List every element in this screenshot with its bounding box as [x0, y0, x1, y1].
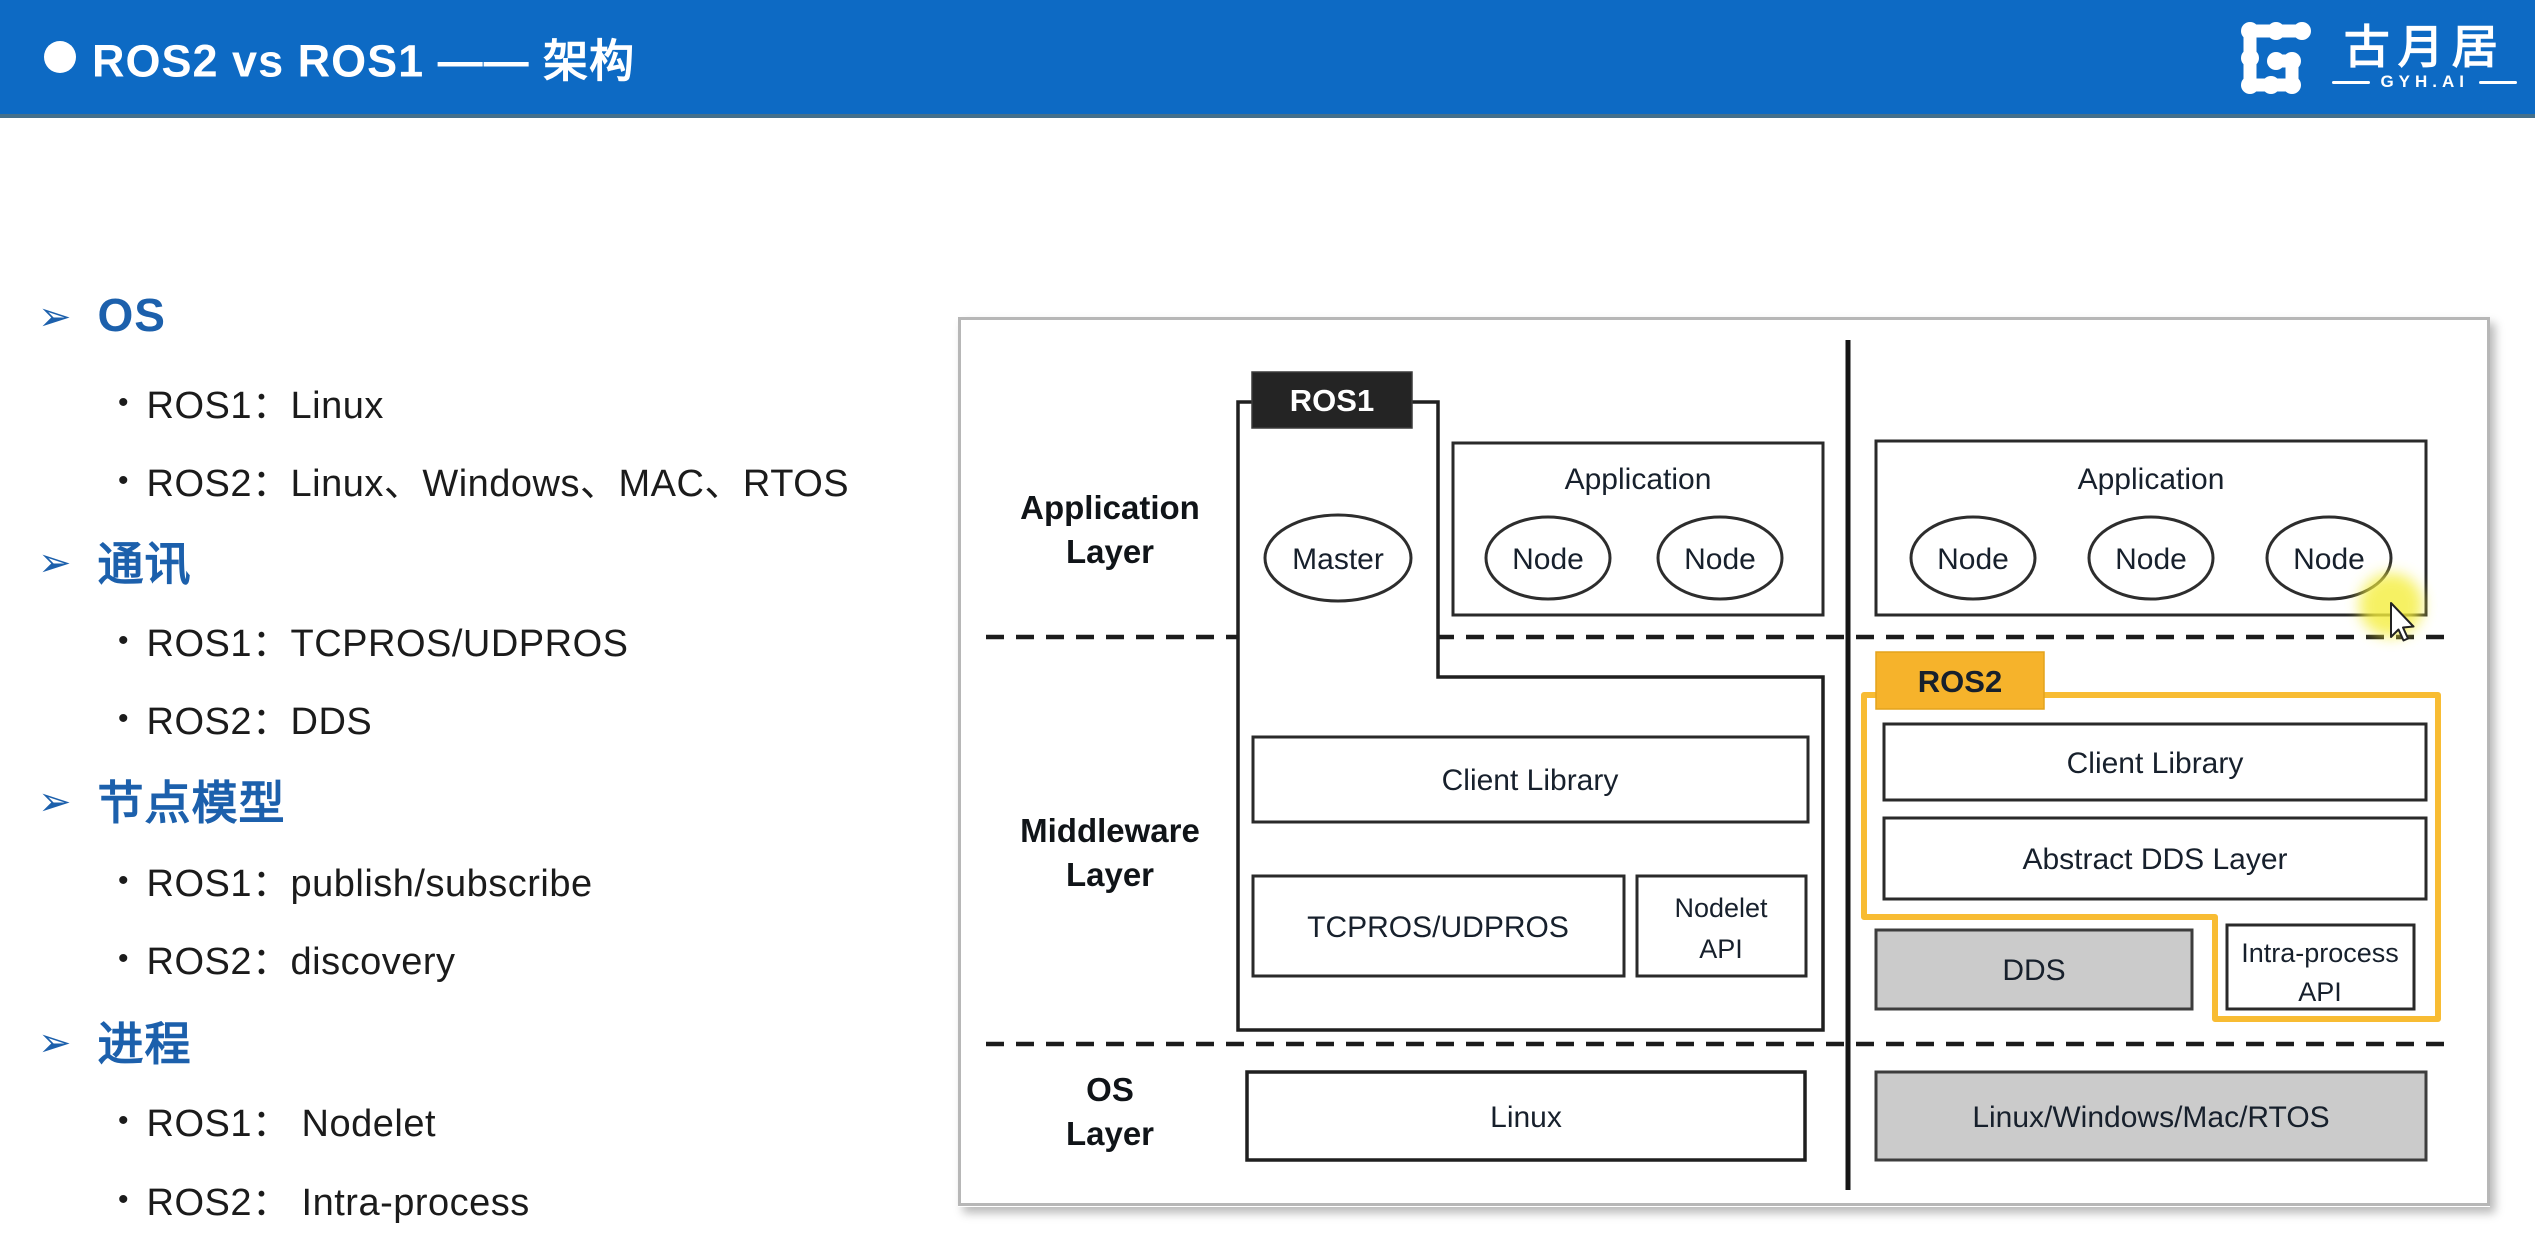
ros1-transport-box: TCPROS/UDPROS [1251, 874, 1626, 978]
dot-bullet-icon: • [118, 385, 129, 419]
ros2-application-box: Application Node Node Node [1874, 439, 2428, 617]
section-heading-communication: ➢ 通讯 [38, 528, 192, 594]
section-heading-label: OS [97, 289, 166, 341]
svg-text:Linux: Linux [1490, 1101, 1562, 1134]
gyh-logo: 古月居 GYH.AI [2228, 8, 2517, 106]
logo-text-wrap: 古月居 GYH.AI [2332, 22, 2517, 93]
dot-bullet-icon: • [118, 701, 129, 735]
ros2-yellow-outline [1861, 692, 2441, 1022]
svg-text:Client Library: Client Library [2067, 747, 2244, 780]
arrow-bullet-icon: ➢ [38, 1021, 72, 1065]
ros1-master-ellipse: Master [1263, 513, 1413, 603]
svg-text:API: API [2298, 977, 2342, 1007]
logo-subtitle-row: GYH.AI [2332, 72, 2517, 92]
svg-text:Nodelet: Nodelet [1674, 893, 1768, 923]
section-heading-label: 通讯 [97, 538, 192, 590]
mouse-cursor-icon [2390, 602, 2415, 642]
list-item: • ROS1： Nodelet [118, 1092, 436, 1147]
svg-text:Application: Application [2078, 463, 2225, 496]
svg-text:ROS1: ROS1 [1290, 383, 1374, 418]
list-item: • ROS2：Linux、Windows、MAC、RTOS [118, 452, 849, 507]
logo-rule-left [2332, 80, 2371, 84]
ros2-os-box: Linux/Windows/Mac/RTOS [1874, 1070, 2428, 1162]
svg-text:Intra-process: Intra-process [2241, 938, 2399, 968]
ros2-tag: ROS2 [1875, 651, 2045, 710]
dot-bullet-icon: • [118, 941, 129, 975]
ros1-node-ellipse: Node [1484, 515, 1612, 601]
arrow-bullet-icon: ➢ [38, 780, 72, 824]
logo-subtitle: GYH.AI [2380, 72, 2469, 92]
page-title: ROS2 vs ROS1 —— 架构 [92, 35, 636, 87]
list-item-label: ROS2：Linux、Windows、MAC、RTOS [146, 463, 850, 505]
section-heading-os: ➢ OS [38, 288, 166, 342]
svg-text:Node: Node [2293, 543, 2365, 576]
svg-text:Layer: Layer [1066, 1115, 1154, 1152]
application-layer-label: Application Layer [1020, 489, 1200, 570]
svg-text:OS: OS [1086, 1071, 1134, 1108]
list-item: • ROS1：publish/subscribe [118, 852, 593, 907]
svg-text:TCPROS/UDPROS: TCPROS/UDPROS [1307, 911, 1569, 944]
dot-bullet-icon: • [118, 623, 129, 657]
ros2-dds-box: DDS [1874, 928, 2194, 1011]
middleware-layer-label: Middleware Layer [1020, 812, 1200, 893]
svg-text:DDS: DDS [2002, 954, 2065, 987]
dot-bullet-icon: • [118, 863, 129, 897]
svg-text:Linux/Windows/Mac/RTOS: Linux/Windows/Mac/RTOS [1972, 1101, 2329, 1134]
list-item-label: ROS1：publish/subscribe [146, 863, 593, 905]
title-bullet-icon [44, 41, 76, 73]
svg-text:Node: Node [2115, 543, 2187, 576]
ros2-node-ellipse: Node [1909, 515, 2037, 601]
arrow-bullet-icon: ➢ [38, 541, 72, 585]
section-heading-node-model: ➢ 节点模型 [38, 767, 286, 833]
list-item: • ROS1：TCPROS/UDPROS [118, 612, 628, 667]
svg-text:Client Library: Client Library [1442, 764, 1619, 797]
svg-text:Node: Node [1937, 543, 2009, 576]
ros1-tag: ROS1 [1251, 371, 1413, 429]
ros2-client-library-box: Client Library [1882, 722, 2428, 802]
list-item: • ROS1：Linux [118, 374, 384, 429]
list-item: • ROS2：discovery [118, 930, 456, 985]
svg-text:Application: Application [1020, 489, 1200, 526]
svg-text:Master: Master [1292, 543, 1384, 576]
ros1-node-ellipse: Node [1656, 515, 1784, 601]
logo-text: 古月居 [2343, 20, 2506, 73]
svg-text:Node: Node [1512, 543, 1584, 576]
ros1-application-box: Application Node Node [1451, 441, 1825, 617]
logo-rule-right [2479, 80, 2517, 84]
svg-text:API: API [1699, 934, 1743, 964]
ros1-client-library-box: Client Library [1251, 735, 1810, 824]
header-bar: ROS2 vs ROS1 —— 架构 古月居 GYH.AI [0, 0, 2535, 118]
svg-text:Application: Application [1565, 463, 1712, 496]
ros2-intra-process-api-box: Intra-process API [2225, 923, 2416, 1011]
list-item: • ROS2： Intra-process [118, 1171, 530, 1226]
list-item-label: ROS1：TCPROS/UDPROS [146, 623, 629, 665]
svg-text:Layer: Layer [1066, 856, 1154, 893]
svg-text:Node: Node [1684, 543, 1756, 576]
svg-text:ROS2: ROS2 [1918, 664, 2002, 699]
architecture-diagram: Application Layer Middleware Layer OS La… [958, 317, 2490, 1206]
ros2-node-ellipse: Node [2265, 515, 2393, 601]
ros1-nodelet-api-box: Nodelet API [1635, 874, 1808, 978]
ros2-node-ellipse: Node [2087, 515, 2215, 601]
dot-bullet-icon: • [118, 1182, 129, 1216]
svg-text:Abstract DDS Layer: Abstract DDS Layer [2022, 843, 2287, 876]
list-item-label: ROS1： Nodelet [146, 1103, 437, 1145]
arrow-bullet-icon: ➢ [38, 295, 72, 339]
list-item-label: ROS2：discovery [146, 941, 456, 983]
ros2-abstract-dds-box: Abstract DDS Layer [1882, 816, 2428, 901]
list-item: • ROS2：DDS [118, 690, 372, 745]
dot-bullet-icon: • [118, 1103, 129, 1137]
gyh-logo-icon [2241, 22, 2312, 94]
list-item-label: ROS1：Linux [146, 385, 384, 427]
section-heading-label: 进程 [97, 1018, 192, 1070]
dot-bullet-icon: • [118, 463, 129, 497]
svg-text:Middleware: Middleware [1020, 812, 1200, 849]
os-layer-label: OS Layer [1066, 1071, 1154, 1152]
svg-text:Layer: Layer [1066, 533, 1154, 570]
ros1-os-box: Linux [1245, 1070, 1807, 1162]
section-heading-process: ➢ 进程 [38, 1008, 192, 1074]
section-heading-label: 节点模型 [97, 777, 286, 829]
list-item-label: ROS2： Intra-process [146, 1182, 530, 1224]
list-item-label: ROS2：DDS [146, 701, 373, 743]
